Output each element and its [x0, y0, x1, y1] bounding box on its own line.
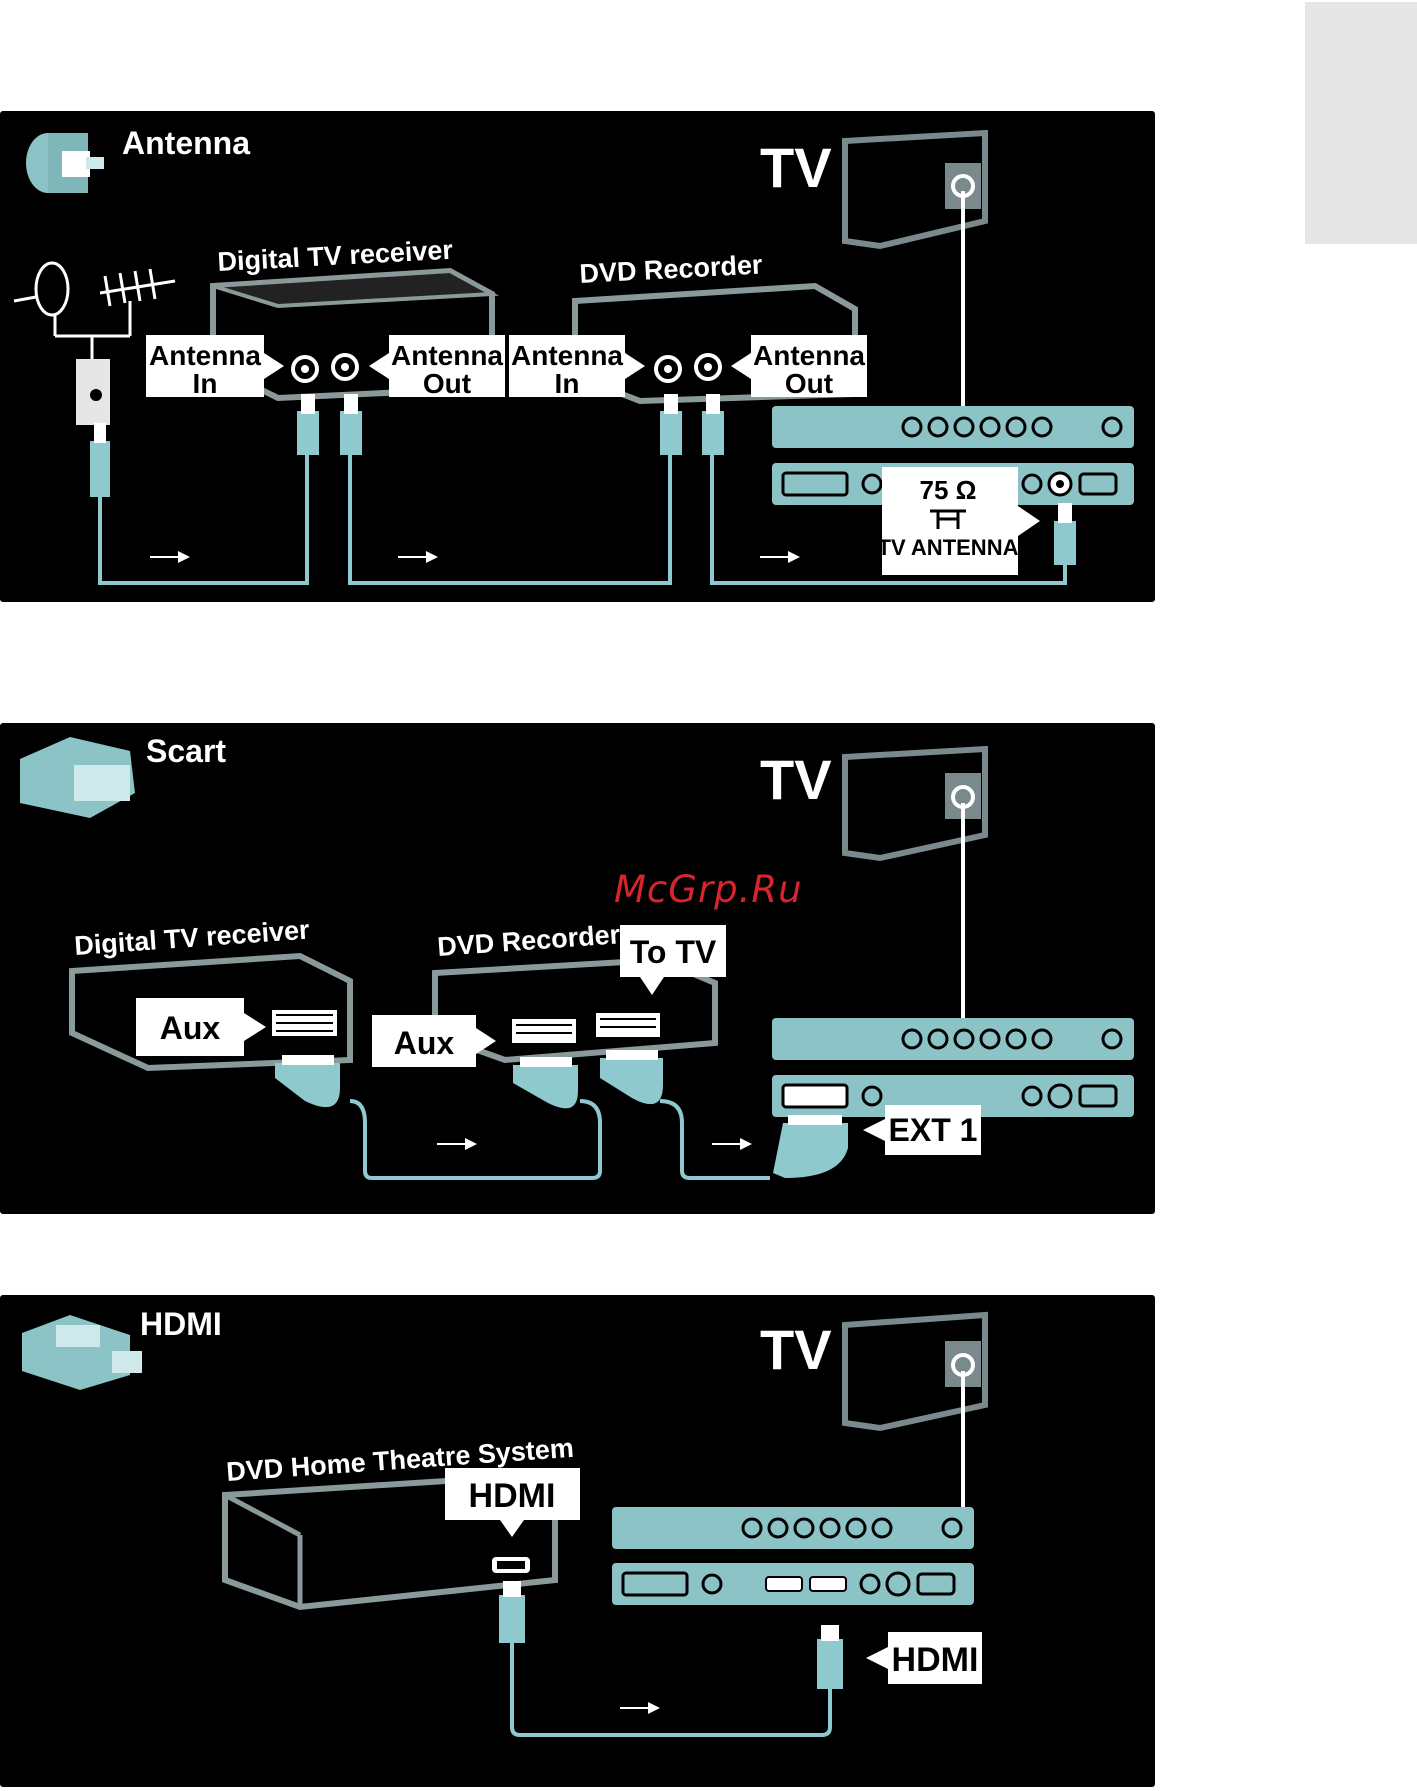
antenna-diagram: Antenna TV Digital TV receiver	[0, 111, 1155, 602]
tv-label: TV	[760, 136, 832, 199]
signal-arrows	[620, 1702, 660, 1714]
panel-title: HDMI	[140, 1306, 222, 1342]
svg-text:In: In	[555, 368, 580, 399]
svg-text:To TV: To TV	[630, 934, 717, 970]
svg-text:HDMI: HDMI	[892, 1641, 979, 1679]
panel-title: Scart	[146, 733, 226, 769]
wall-socket-icon	[76, 359, 110, 425]
recorder-antenna-out-label: Antenna Out	[731, 335, 867, 399]
scart-plugs	[275, 1050, 848, 1178]
svg-text:75 Ω: 75 Ω	[920, 475, 977, 505]
scart-cables	[350, 1101, 770, 1178]
hdmi-plug-icon	[22, 1315, 142, 1390]
svg-text:Antenna: Antenna	[149, 340, 261, 371]
tv-connection-panel	[772, 1018, 1134, 1117]
svg-text:Antenna: Antenna	[753, 340, 865, 371]
receiver-title: Digital TV receiver	[73, 915, 311, 961]
hdmi-diagram: HDMI TV DVD Home Theatre System HDMI	[0, 1295, 1155, 1787]
satellite-dish-icon	[14, 263, 68, 315]
panel-title: Antenna	[122, 125, 250, 161]
page-side-tab	[1305, 2, 1417, 244]
svg-text:Antenna: Antenna	[511, 340, 623, 371]
scart-diagram: Scart TV Digital TV receiver Aux DVD Rec…	[0, 723, 1155, 1214]
antenna-plug-icon	[26, 133, 104, 193]
svg-text:HDMI: HDMI	[469, 1477, 556, 1515]
receiver-antenna-out-label: Antenna Out	[369, 335, 505, 399]
watermark: McGrp.Ru	[614, 868, 803, 911]
svg-text:Antenna: Antenna	[391, 340, 503, 371]
signal-arrows	[150, 551, 800, 563]
svg-text:Aux: Aux	[160, 1010, 221, 1046]
svg-text:EXT 1: EXT 1	[889, 1112, 978, 1148]
recorder-title: DVD Recorder	[579, 249, 764, 289]
tv-antenna-port-label: 75 Ω TV ANTENNA	[878, 467, 1040, 575]
tv-label: TV	[760, 748, 832, 811]
recorder-title: DVD Recorder	[436, 919, 621, 962]
svg-text:Out: Out	[785, 368, 833, 399]
tv-hdmi-port-label: HDMI	[866, 1632, 982, 1684]
hdmi-cable	[512, 1640, 830, 1735]
svg-text:Aux: Aux	[394, 1025, 455, 1061]
svg-text:In: In	[193, 368, 218, 399]
tv-connection-panel	[612, 1507, 974, 1605]
svg-text:TV ANTENNA: TV ANTENNA	[878, 535, 1019, 560]
hdmi-panel: HDMI TV DVD Home Theatre System HDMI	[0, 1295, 1155, 1787]
receiver-antenna-in-label: Antenna In	[146, 335, 284, 399]
tv-label: TV	[760, 1318, 832, 1381]
signal-arrows	[437, 1138, 752, 1150]
scart-panel: Scart TV Digital TV receiver Aux DVD Rec…	[0, 723, 1155, 1214]
scart-plug-icon	[20, 737, 135, 818]
svg-text:Out: Out	[423, 368, 471, 399]
antenna-panel: Antenna TV Digital TV receiver	[0, 111, 1155, 602]
recorder-antenna-in-label: Antenna In	[509, 335, 645, 399]
